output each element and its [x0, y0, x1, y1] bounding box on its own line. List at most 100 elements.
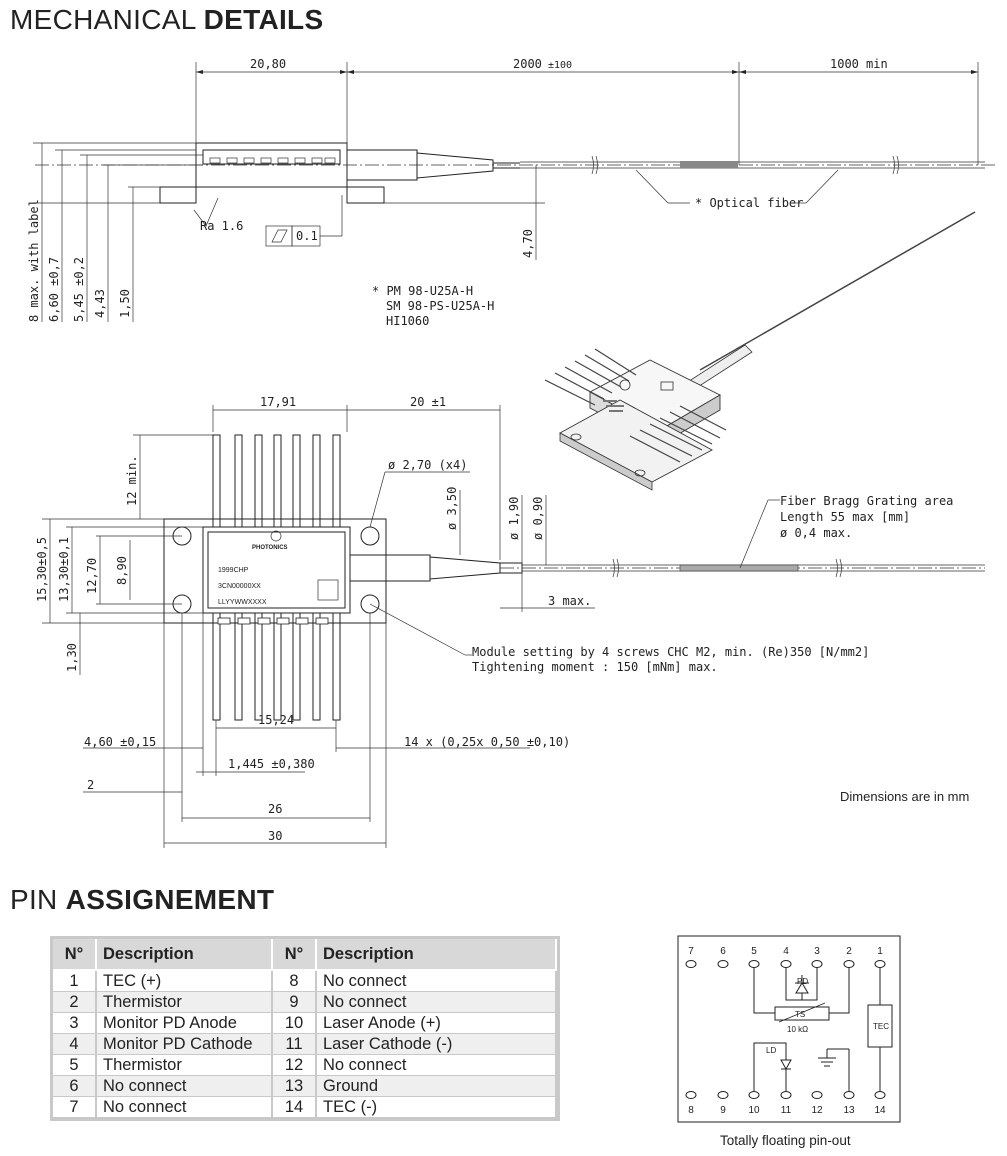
label-line-1: 1999CHP	[218, 567, 249, 574]
pin-description: TEC (+)	[97, 971, 273, 992]
pin-number: 5	[53, 1055, 97, 1076]
dim-4-70: 4,70	[521, 229, 535, 258]
dim-4-60: 4,60 ±0,15	[84, 735, 156, 749]
fiber-type-2: SM 98-PS-U25A-H	[386, 299, 494, 313]
ts-value: 10 kΩ	[787, 1025, 808, 1034]
dim-4-43: 4,43	[93, 289, 107, 318]
dim-1000-suffix: min	[866, 57, 888, 71]
optical-fiber-label: * Optical fiber	[695, 196, 803, 210]
pins-note: 14 x (0,25x 0,50 ±0,10)	[404, 735, 570, 749]
dia-3-50: ø 3,50	[445, 487, 459, 530]
tec-label: TEC	[873, 1022, 889, 1031]
dimensions-note: Dimensions are in mm	[840, 789, 970, 804]
dim-1-50: 1,50	[118, 289, 132, 318]
dia-1-90: ø 1,90	[507, 497, 521, 540]
isometric-product-view	[544, 211, 976, 491]
pin-description: Laser Anode (+)	[317, 1013, 557, 1034]
pin-label-top: 5	[751, 946, 757, 957]
dia-0-90: ø 0,90	[531, 497, 545, 540]
pin-label-top: 6	[720, 946, 726, 957]
pin-label-top: 1	[877, 946, 883, 957]
label-line-3: LLYYWWXXXX	[218, 599, 267, 606]
col-header-number-2: N°	[273, 939, 317, 971]
pin-number: 13	[273, 1076, 317, 1097]
pin-number: 9	[273, 992, 317, 1013]
dim-6-60: 6,60 ±0,7	[47, 257, 61, 322]
pin-number: 3	[53, 1013, 97, 1034]
pin-description: No connect	[317, 992, 557, 1013]
pin-description: TEC (-)	[317, 1097, 557, 1118]
pin-label-bottom: 13	[843, 1105, 855, 1116]
title-light: PIN	[10, 884, 58, 915]
fiber-type-1: * PM 98-U25A-H	[372, 284, 473, 298]
label-brand: PHOTONICS	[252, 545, 288, 551]
screw-note-2: Tightening moment : 150 [mNm] max.	[472, 660, 718, 674]
pin-label-bottom: 14	[874, 1105, 886, 1116]
dim-20: 20 ±1	[410, 395, 446, 409]
flatness-value: 0.1	[296, 229, 318, 243]
pin-description: No connect	[317, 1055, 557, 1076]
pd-label: PD	[797, 977, 808, 986]
pin-label-bottom: 9	[720, 1105, 726, 1116]
pinout-schematic: 7 6 5 4 3 2 1 8 9 10 11 12 13 14 PD TS 1…	[677, 935, 901, 1123]
ld-label: LD	[766, 1046, 776, 1055]
dim-15-24: 15,24	[258, 713, 294, 727]
dim-2: 2	[87, 778, 94, 792]
screw-note-1: Module setting by 4 screws CHC M2, min. …	[472, 645, 869, 659]
pin-label-top: 7	[688, 946, 694, 957]
pin-label-top: 3	[814, 946, 820, 957]
mechanical-drawing: 20,80 2000 ±100 1000 min	[27, 57, 995, 848]
dim-17-91: 17,91	[260, 395, 296, 409]
pin-description: No connect	[317, 971, 557, 992]
top-view: PHOTONICS 1999CHP 3CN00000XX LLYYWWXXXX	[35, 395, 985, 848]
pin-label-bottom: 12	[811, 1105, 823, 1116]
title-bold: DETAILS	[203, 4, 324, 35]
pin-number: 7	[53, 1097, 97, 1118]
dim-8max: 8 max. with label	[27, 199, 41, 322]
col-header-number-1: N°	[53, 939, 97, 971]
circuit-caption: Totally floating pin-out	[720, 1133, 851, 1148]
dim-20-80: 20,80	[250, 57, 286, 71]
dim-8-90: 8,90	[115, 556, 129, 585]
roughness: Ra 1.6	[200, 219, 243, 233]
pin-number: 12	[273, 1055, 317, 1076]
col-header-description-1: Description	[97, 939, 273, 971]
pin-description: No connect	[97, 1076, 273, 1097]
dim-1000: 1000	[830, 57, 859, 71]
pin-number: 10	[273, 1013, 317, 1034]
title-light: MECHANICAL	[10, 4, 196, 35]
title-bold: ASSIGNEMENT	[65, 884, 275, 915]
pin-number: 8	[273, 971, 317, 992]
fbg-label-3: ø 0,4 max.	[780, 526, 852, 540]
fbg-label-2: Length 55 max [mm]	[780, 510, 910, 524]
hole-diameter: ø 2,70 (x4)	[388, 458, 467, 472]
side-view: 20,80 2000 ±100 1000 min	[27, 57, 995, 328]
pin-number: 1	[53, 971, 97, 992]
pin-description: No connect	[97, 1097, 273, 1118]
dim-15-30: 15,30±0,5	[35, 537, 49, 602]
ts-label: TS	[795, 1010, 805, 1019]
pin-number: 11	[273, 1034, 317, 1055]
fiber-type-3: HI1060	[386, 314, 429, 328]
pin-description: Ground	[317, 1076, 557, 1097]
dim-12-70: 12,70	[85, 558, 99, 594]
pin-number: 4	[53, 1034, 97, 1055]
col-header-description-2: Description	[317, 939, 557, 971]
pin-number: 6	[53, 1076, 97, 1097]
dim-30: 30	[268, 829, 282, 843]
dim-13-30: 13,30±0,1	[57, 537, 71, 602]
table-header-row: N° Description N° Description	[53, 939, 557, 971]
pin-label-bottom: 10	[748, 1105, 760, 1116]
pin-description: Monitor PD Cathode	[97, 1034, 273, 1055]
pin-description: Monitor PD Anode	[97, 1013, 273, 1034]
dim-26: 26	[268, 802, 282, 816]
dim-2000: 2000	[513, 57, 542, 71]
pin-description: Thermistor	[97, 992, 273, 1013]
pin-number: 2	[53, 992, 97, 1013]
dim-12min: 12 min.	[125, 455, 139, 506]
